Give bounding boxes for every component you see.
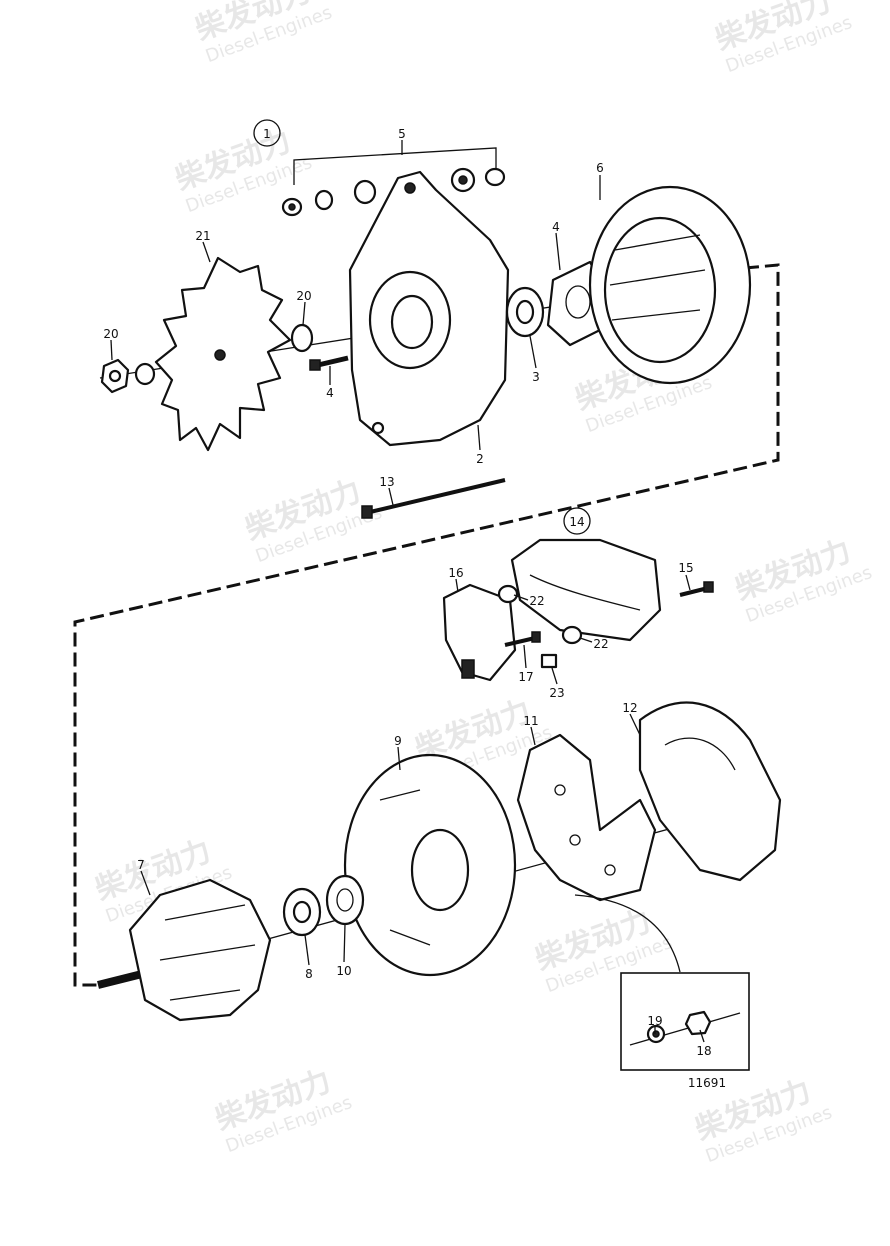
part-16-regulator — [442, 583, 517, 682]
callout-19: 19 — [647, 1014, 662, 1028]
callout-5: 5 — [398, 127, 406, 141]
callout-2: 2 — [476, 452, 484, 466]
callout-4-screw: 4 — [326, 386, 334, 400]
part-2-drive-end-frame — [348, 170, 510, 447]
part-23-clip — [540, 653, 558, 669]
part-17-screw — [504, 631, 541, 647]
callout-20-washer: 20 — [296, 289, 311, 303]
callout-3: 3 — [532, 370, 540, 384]
callout-1: 1 — [263, 127, 271, 141]
part-7-rotor — [97, 878, 272, 1022]
part-21-fan — [154, 256, 292, 452]
part-15-screw — [679, 581, 714, 597]
callout-13: 13 — [379, 475, 394, 489]
callout-circle-1 — [253, 119, 281, 147]
callout-17: 17 — [518, 670, 533, 684]
part-8-bearing — [282, 887, 322, 937]
part-22-springs — [497, 584, 583, 645]
part-6-stator — [588, 185, 752, 385]
callout-4-retainer: 4 — [552, 220, 560, 234]
part-13-through-bolt — [361, 478, 506, 519]
callout-circle-14 — [563, 507, 591, 535]
callout-11: 11 — [523, 714, 538, 728]
part-14-brush-holder — [510, 538, 662, 642]
part-9-slip-ring-end-frame — [343, 753, 517, 977]
callout-20-nut: 20 — [103, 327, 118, 341]
callout-12: 12 — [622, 701, 637, 715]
part-4-screw — [309, 355, 349, 371]
callout-22-b: 22 — [593, 637, 608, 651]
callout-7: 7 — [137, 858, 145, 872]
callout-8: 8 — [305, 967, 313, 981]
part-20-nut-washers — [100, 323, 314, 394]
part-5-spacers — [281, 140, 506, 217]
callout-labels: 1 5 6 4 21 20 20 4 3 2 13 14 15 16 22 22… — [103, 119, 726, 1090]
callout-18: 18 — [696, 1044, 711, 1058]
part-11-rectifier — [516, 733, 657, 902]
part-12-cover — [638, 701, 782, 882]
callout-10: 10 — [336, 964, 351, 978]
callout-15: 15 — [678, 561, 693, 575]
callout-23: 23 — [549, 686, 564, 700]
assembly-dashed-line — [73, 263, 780, 987]
part-3-bearing — [505, 286, 545, 338]
callout-6: 6 — [596, 161, 604, 175]
drawing-number: 11691 — [688, 1076, 726, 1090]
callout-16: 16 — [448, 566, 463, 580]
detail-inset — [574, 894, 750, 1071]
callout-9: 9 — [394, 734, 402, 748]
part-10-collar — [325, 874, 365, 926]
callout-22-a: 22 — [529, 594, 544, 608]
leader-lines — [110, 175, 705, 1043]
callout-21: 21 — [195, 229, 210, 243]
callout-14: 14 — [569, 515, 584, 529]
